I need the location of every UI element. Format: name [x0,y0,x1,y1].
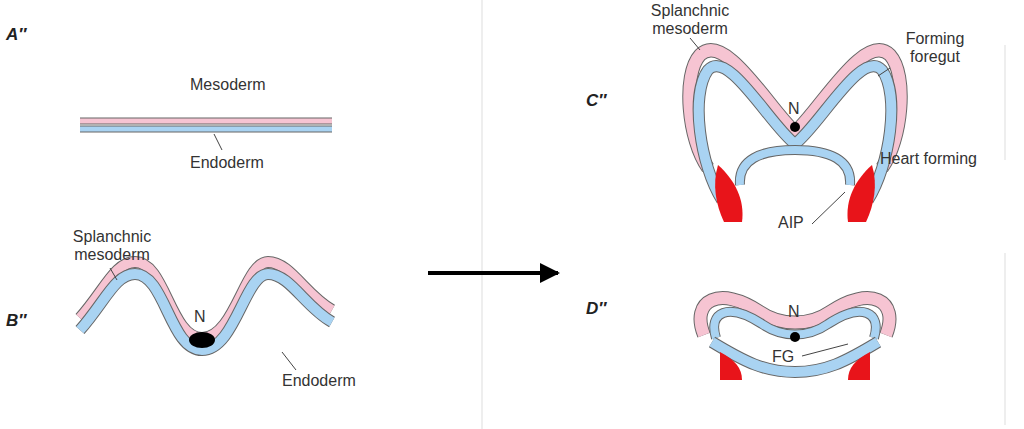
flat-sheets [80,121,332,150]
panel-letter: C″ [586,92,606,111]
leader-line [812,192,845,224]
notochord [790,122,800,132]
heart-field [847,165,874,222]
foregut-fold [689,38,900,224]
notochord [189,332,215,348]
progress-arrow [428,271,558,275]
leader-line [802,344,848,356]
leader-line [690,38,700,50]
leader-line [878,68,890,76]
part-label: Mesoderm [190,76,266,94]
notochord [790,332,800,342]
part-label: Endoderm [190,154,264,172]
panel-letter: D″ [586,300,606,319]
part-label: Endoderm [282,372,356,390]
divider [482,0,483,429]
part-label: Splanchnic mesoderm [640,2,740,37]
panel-letter: B″ [6,312,26,331]
panel-letter: A″ [6,26,26,45]
divider [1005,45,1006,160]
heart-field [848,352,870,380]
heart-field [720,352,742,380]
heart-field [715,165,742,222]
leader-line [282,352,296,370]
foregut-tube [701,298,890,380]
part-label: AIP [778,214,804,232]
part-label: N [788,100,800,118]
part-label: N [788,303,800,321]
part-label: Splanchnic mesoderm [62,228,162,263]
leader-line [214,134,222,150]
wave-sheets [80,262,332,370]
part-label: Forming foregut [880,30,990,65]
part-label: FG [772,348,794,366]
part-label: N [194,308,206,326]
divider [1005,253,1006,425]
part-label: Heart forming [880,150,977,168]
leader-line [110,268,117,280]
